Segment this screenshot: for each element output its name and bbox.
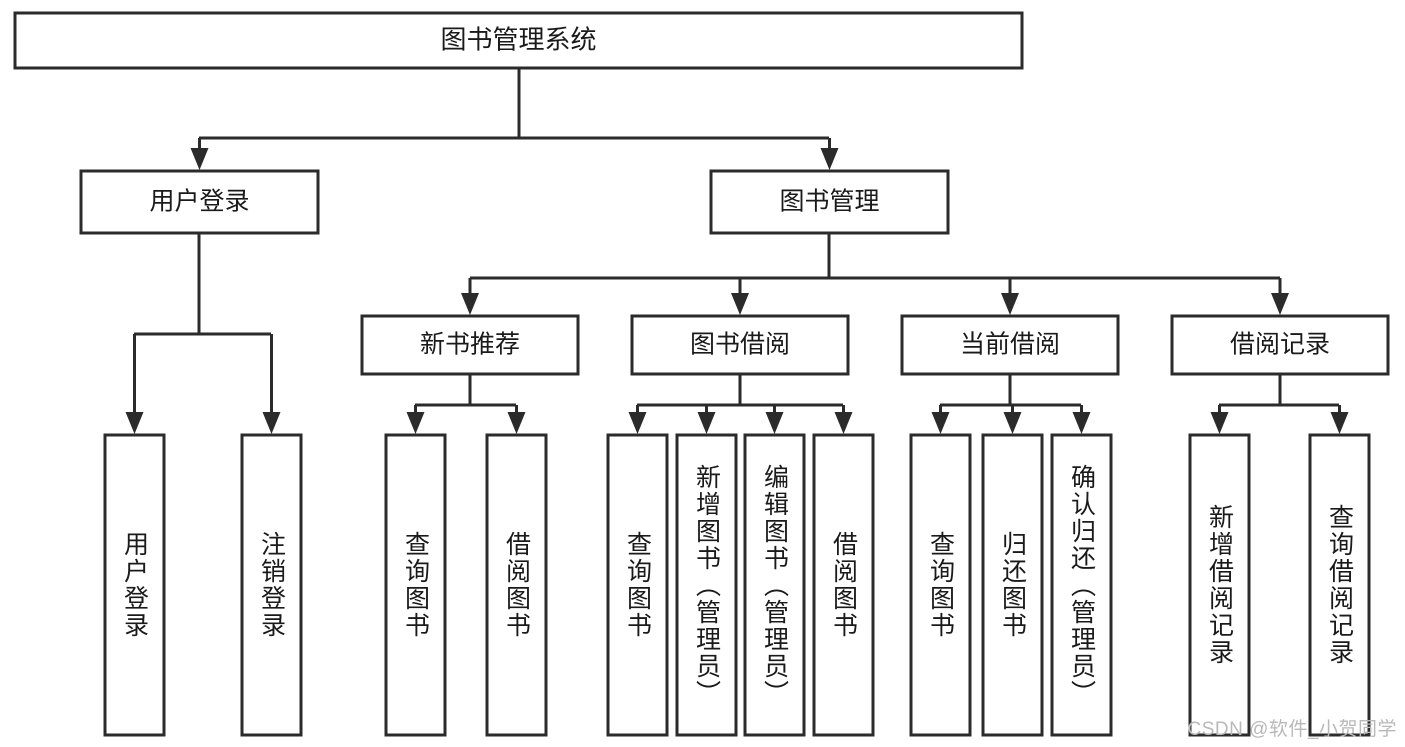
root-node-box[interactable] bbox=[13, 11, 1024, 70]
arrow-head-current-borrow bbox=[1001, 293, 1019, 315]
csdn-watermark: CSDN @软件_小贺同学 bbox=[1187, 719, 1397, 740]
connectors-layer bbox=[125, 68, 1349, 434]
arrow-head-leaf-query-book-2 bbox=[628, 412, 647, 434]
node-leaf-borrow-book-2-box[interactable] bbox=[812, 433, 875, 737]
node-leaf-edit-book-box[interactable] bbox=[743, 433, 806, 737]
root-node-label: 图书管理系统 bbox=[440, 24, 596, 54]
node-leaf-user-login-box[interactable] bbox=[103, 433, 166, 737]
node-leaf-query-book-2-box[interactable] bbox=[606, 433, 669, 737]
node-borrow-record-box[interactable] bbox=[1170, 314, 1390, 376]
arrow-head-book-borrow bbox=[731, 293, 749, 315]
node-leaf-query-book-1-box[interactable] bbox=[384, 433, 447, 737]
node-book-manage-box[interactable] bbox=[709, 169, 950, 235]
arrow-head-leaf-query-record bbox=[1330, 412, 1349, 434]
node-leaf-add-book-box[interactable] bbox=[675, 433, 738, 737]
arrow-head-leaf-user-login bbox=[125, 412, 144, 434]
node-leaf-query-book-3-box[interactable] bbox=[909, 433, 972, 737]
node-book-borrow-label: 图书借阅 bbox=[690, 331, 790, 359]
node-leaf-borrow-book-1-box[interactable] bbox=[485, 433, 548, 737]
node-leaf-user-logout-box[interactable] bbox=[240, 433, 303, 737]
arrow-head-leaf-return-book bbox=[1003, 412, 1022, 434]
node-book-borrow-box[interactable] bbox=[630, 314, 850, 376]
arrow-head-leaf-query-book-3 bbox=[931, 412, 950, 434]
node-new-book-recommend-box[interactable] bbox=[360, 314, 580, 376]
node-leaf-confirm-return-box[interactable] bbox=[1050, 433, 1113, 737]
arrow-head-leaf-borrow-book-2 bbox=[834, 412, 853, 434]
arrow-head-leaf-add-book bbox=[697, 412, 716, 434]
arrow-head-borrow-record bbox=[1271, 293, 1289, 315]
arrow-head-leaf-user-logout bbox=[262, 412, 281, 434]
arrow-head-user-login bbox=[190, 148, 209, 170]
boxes-layer bbox=[13, 11, 1390, 737]
node-user-login-label: 用户登录 bbox=[149, 188, 249, 216]
arrow-head-leaf-borrow-book-1 bbox=[507, 412, 526, 434]
node-leaf-return-book-box[interactable] bbox=[981, 433, 1044, 737]
node-leaf-query-record-box[interactable] bbox=[1308, 433, 1371, 737]
arrow-head-new-book-recommend bbox=[461, 293, 479, 315]
arrow-head-leaf-add-record bbox=[1210, 412, 1229, 434]
node-leaf-add-record-box[interactable] bbox=[1188, 433, 1251, 737]
node-current-borrow-box[interactable] bbox=[900, 314, 1120, 376]
arrow-head-leaf-query-book-1 bbox=[406, 412, 425, 434]
arrow-head-leaf-edit-book bbox=[765, 412, 784, 434]
node-user-login-box[interactable] bbox=[79, 169, 320, 235]
node-new-book-recommend-label: 新书推荐 bbox=[420, 331, 520, 359]
node-book-manage-label: 图书管理 bbox=[779, 188, 879, 216]
node-borrow-record-label: 借阅记录 bbox=[1230, 331, 1330, 359]
arrow-head-leaf-confirm-return bbox=[1072, 412, 1091, 434]
arrow-head-book-manage bbox=[820, 148, 839, 170]
node-current-borrow-label: 当前借阅 bbox=[960, 331, 1060, 359]
